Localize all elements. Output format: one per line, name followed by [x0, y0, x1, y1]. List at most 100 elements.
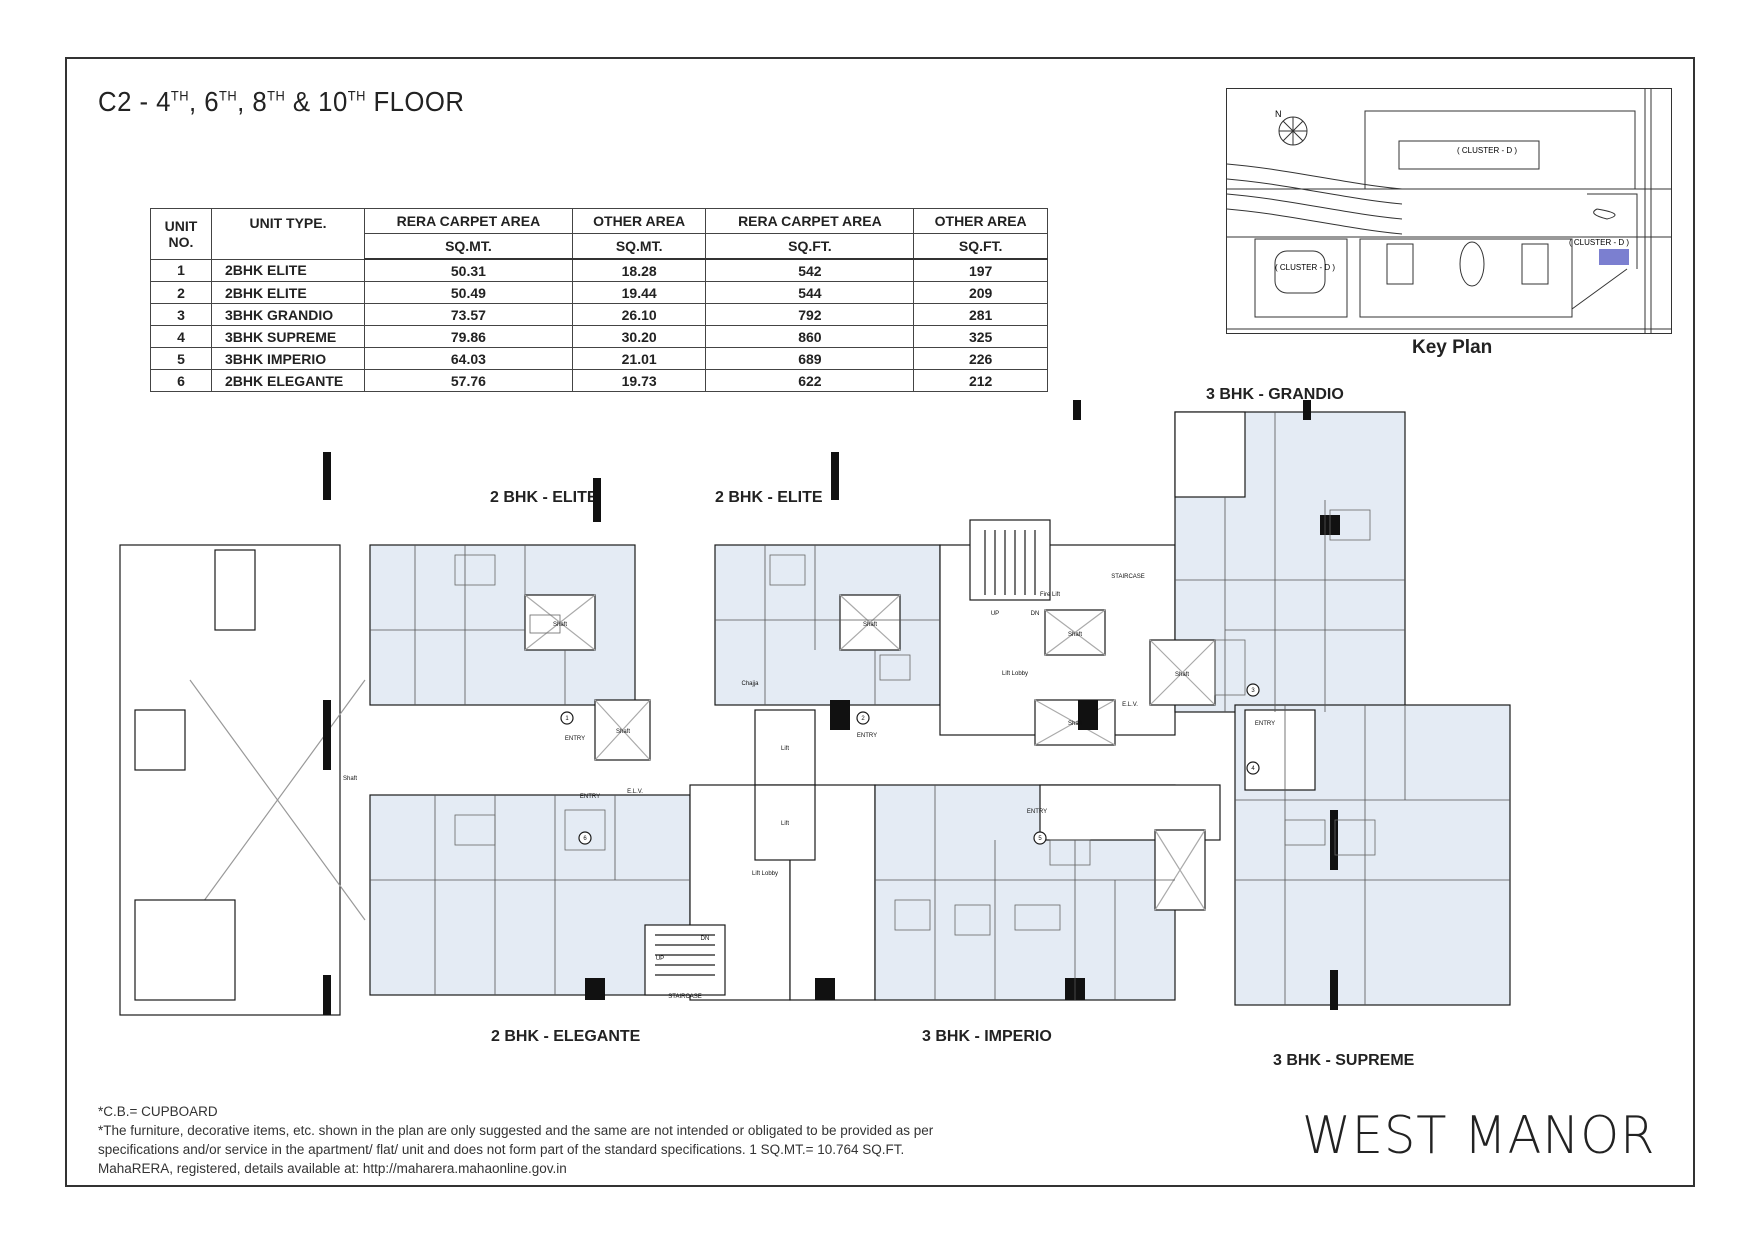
note-maharera: MahaRERA, registered, details available …	[98, 1161, 567, 1176]
cell-rera-sqft: 542	[705, 258, 915, 282]
shaft-label: Shaft	[1175, 672, 1189, 678]
shaft-label: Shaft	[863, 622, 877, 628]
area-table: UNIT NO. UNIT TYPE. RERA CARPET AREA OTH…	[150, 208, 1048, 392]
shaft-label: Shaft	[1068, 632, 1082, 638]
lift-lobby-label: Lift Lobby	[1002, 671, 1028, 677]
cell-unit-no: 6	[150, 369, 212, 392]
unit-number: 5	[1038, 836, 1042, 842]
unit-label-elite-1: 2 BHK - ELITE	[490, 489, 598, 506]
dn-label: DN	[1031, 611, 1040, 617]
cell-rera-sqft: 860	[705, 325, 915, 348]
cluster-label: ( CLUSTER - D )	[1275, 263, 1335, 272]
unit-sqft: SQ.FT.	[913, 233, 1048, 260]
page-title: C2 - 4TH, 6TH, 8TH & 10TH FLOOR	[98, 86, 465, 117]
cell-unit-type: 2BHK ELITE	[211, 281, 365, 304]
cell-rera-sqft: 689	[705, 347, 915, 370]
note-disclaimer-1: *The furniture, decorative items, etc. s…	[98, 1123, 934, 1138]
cell-rera-sqft: 792	[705, 303, 915, 326]
floor-plan: 1 2 3 4 5 6 ENTRY ENTRY ENTRY ENTRY ENTR…	[119, 400, 1511, 1016]
cell-unit-type: 3BHK SUPREME	[211, 325, 365, 348]
entry-label: ENTRY	[1255, 721, 1275, 727]
unit-2-elite	[714, 544, 941, 706]
unit-number: 4	[1251, 766, 1255, 772]
entry-label: ENTRY	[857, 733, 877, 739]
highlighted-building	[1599, 249, 1629, 265]
cell-other-sqft: 281	[913, 303, 1048, 326]
header-rera-sqmt: RERA CARPET AREA	[364, 208, 573, 234]
cell-rera-sqft: 544	[705, 281, 915, 304]
cluster-label: ( CLUSTER - D )	[1457, 146, 1517, 155]
entry-label: ENTRY	[1027, 809, 1047, 815]
cell-other-sqft: 212	[913, 369, 1048, 392]
unit-number: 2	[861, 716, 865, 722]
adjoining-wing	[119, 544, 366, 1016]
cell-rera-sqmt: 79.86	[364, 325, 573, 348]
cell-unit-type: 3BHK GRANDIO	[211, 303, 365, 326]
cell-unit-no: 5	[150, 347, 212, 370]
cell-rera-sqmt: 73.57	[364, 303, 573, 326]
cell-unit-no: 4	[150, 325, 212, 348]
key-plan: N ( CLUSTER - D ) ( CLUSTER - D ) ( CLUS…	[1226, 88, 1672, 334]
unit-label-supreme: 3 BHK - SUPREME	[1273, 1052, 1415, 1069]
unit-label-elite-2: 2 BHK - ELITE	[715, 489, 823, 506]
cell-other-sqmt: 18.28	[571, 258, 707, 282]
up-label: UP	[656, 956, 664, 962]
note-disclaimer-2: specifications and/or service in the apa…	[98, 1142, 905, 1157]
unit-label-grandio: 3 BHK - GRANDIO	[1206, 386, 1344, 403]
unit-label-imperio: 3 BHK - IMPERIO	[922, 1028, 1052, 1045]
shaft-label: Shaft	[343, 776, 357, 782]
cell-other-sqmt: 19.73	[571, 369, 707, 392]
north-label: N	[1275, 109, 1282, 119]
cell-other-sqft: 226	[913, 347, 1048, 370]
staircase-label: STAIRCASE	[1111, 574, 1145, 580]
cell-unit-type: 2BHK ELEGANTE	[211, 369, 365, 392]
cell-other-sqmt: 19.44	[571, 281, 707, 304]
cell-rera-sqmt: 50.31	[364, 258, 573, 282]
unit-number: 1	[565, 716, 569, 722]
lift-label: Lift	[781, 746, 789, 752]
footnotes: *C.B.= CUPBOARD *The furniture, decorati…	[98, 1102, 933, 1178]
cell-unit-type: 3BHK IMPERIO	[211, 347, 365, 370]
elv-label: E.L.V.	[627, 789, 643, 795]
dn-label: DN	[701, 936, 710, 942]
cluster-label: ( CLUSTER - D )	[1569, 238, 1629, 247]
unit-sqmt: SQ.MT.	[571, 233, 707, 260]
entry-label: ENTRY	[565, 736, 585, 742]
unit-sqmt: SQ.MT.	[364, 233, 573, 260]
unit-number: 3	[1251, 688, 1255, 694]
cell-unit-no: 2	[150, 281, 212, 304]
page-frame	[65, 57, 1695, 1187]
chajja-label: Chajja	[741, 681, 759, 687]
north-arrow-icon	[1278, 116, 1308, 146]
cell-other-sqft: 325	[913, 325, 1048, 348]
cell-other-sqft: 209	[913, 281, 1048, 304]
header-other-sqmt: OTHER AREA	[571, 208, 707, 234]
cell-unit-no: 1	[150, 258, 212, 282]
lift-label: Lift	[781, 821, 789, 827]
elv-label: E.L.V.	[1122, 702, 1138, 708]
header-unit-type: UNIT TYPE.	[211, 208, 365, 260]
cell-other-sqmt: 30.20	[571, 325, 707, 348]
header-other-sqft: OTHER AREA	[913, 208, 1048, 234]
lift-lobby-label: Lift Lobby	[752, 871, 778, 877]
cell-rera-sqmt: 57.76	[364, 369, 573, 392]
staircase-label: STAIRCASE	[668, 994, 702, 1000]
staircase	[644, 519, 1051, 996]
unit-label-elegante: 2 BHK - ELEGANTE	[491, 1028, 641, 1045]
fire-lift-label: Fire Lift	[1040, 592, 1060, 598]
header-rera-sqft: RERA CARPET AREA	[705, 208, 915, 234]
key-plan-drawing: N ( CLUSTER - D ) ( CLUSTER - D ) ( CLUS…	[1227, 89, 1671, 333]
header-unit-no: UNIT NO.	[150, 208, 212, 260]
note-cupboard: *C.B.= CUPBOARD	[98, 1104, 218, 1119]
cell-rera-sqmt: 50.49	[364, 281, 573, 304]
cell-unit-type: 2BHK ELITE	[211, 258, 365, 282]
shaft-label: Shaft	[1068, 721, 1082, 727]
shaft-label: Shaft	[616, 729, 630, 735]
entry-label: ENTRY	[580, 794, 600, 800]
